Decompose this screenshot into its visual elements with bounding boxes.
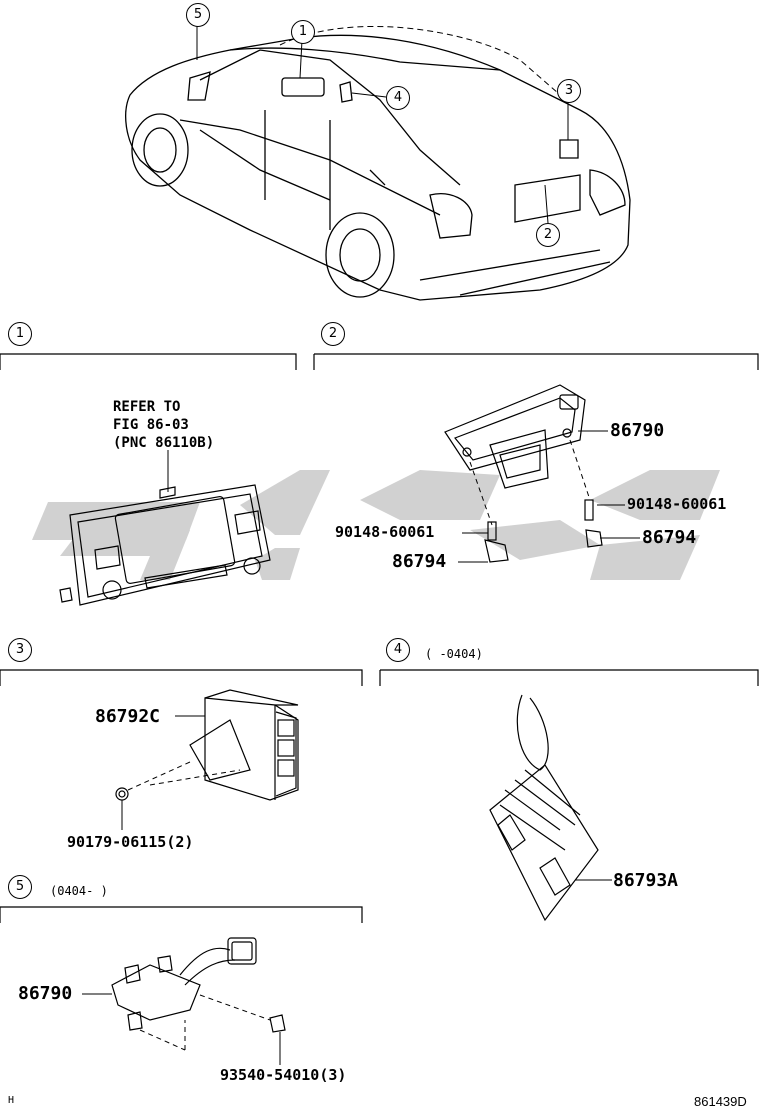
key-tag-illustration [489, 694, 599, 922]
display-panel-illustration [59, 484, 271, 606]
section-2-number: 2 [321, 322, 345, 346]
part-86790-s5-label: 86790 [18, 983, 73, 1004]
part-86793a-label: 86793A [613, 870, 679, 891]
car-overview-illustration [125, 34, 631, 301]
part-86794-right-label: 86794 [642, 527, 697, 548]
callout-2-car: 2 [536, 223, 560, 247]
callout-5-car: 5 [186, 3, 210, 27]
part-86794-left-label: 86794 [392, 551, 447, 572]
part-86792c-label: 86792C [95, 706, 161, 727]
section-4-number: 4 [386, 638, 410, 662]
section-3-number: 3 [8, 638, 32, 662]
callout-1-car: 1 [291, 20, 315, 44]
part-86790-label: 86790 [610, 420, 665, 441]
watermark-logo [32, 470, 720, 580]
section3-leaders [121, 715, 241, 830]
part-90148-60061-right-label: 90148-60061 [627, 495, 727, 513]
control-module-illustration [115, 689, 299, 801]
callout-4-car: 4 [386, 86, 410, 110]
part-90148-60061-left-label: 90148-60061 [335, 523, 435, 541]
drawing-id: 861439D [694, 1094, 747, 1109]
section-5-date-range: (0404- ) [50, 884, 108, 898]
section-1-number: 1 [8, 322, 32, 346]
section-4-date-range: ( -0404) [425, 647, 483, 661]
refer-to-line-2: FIG 86-03 [113, 417, 189, 433]
section-5-number: 5 [8, 875, 32, 899]
part-90179-06115-label: 90179-06115(2) [67, 833, 194, 851]
part-93540-54010-label: 93540-54010(3) [220, 1066, 347, 1084]
section-header-lines [0, 353, 759, 923]
lamp-harness-illustration [111, 937, 286, 1033]
section2-leaders [458, 430, 640, 563]
callout-3-car: 3 [557, 79, 581, 103]
license-lamp-illustration [444, 384, 603, 563]
refer-to-line-1: REFER TO [113, 399, 181, 415]
section5-leaders [82, 993, 281, 1065]
refer-to-line-3: (PNC 86110B) [113, 435, 215, 451]
footer-mark: H [8, 1095, 15, 1106]
